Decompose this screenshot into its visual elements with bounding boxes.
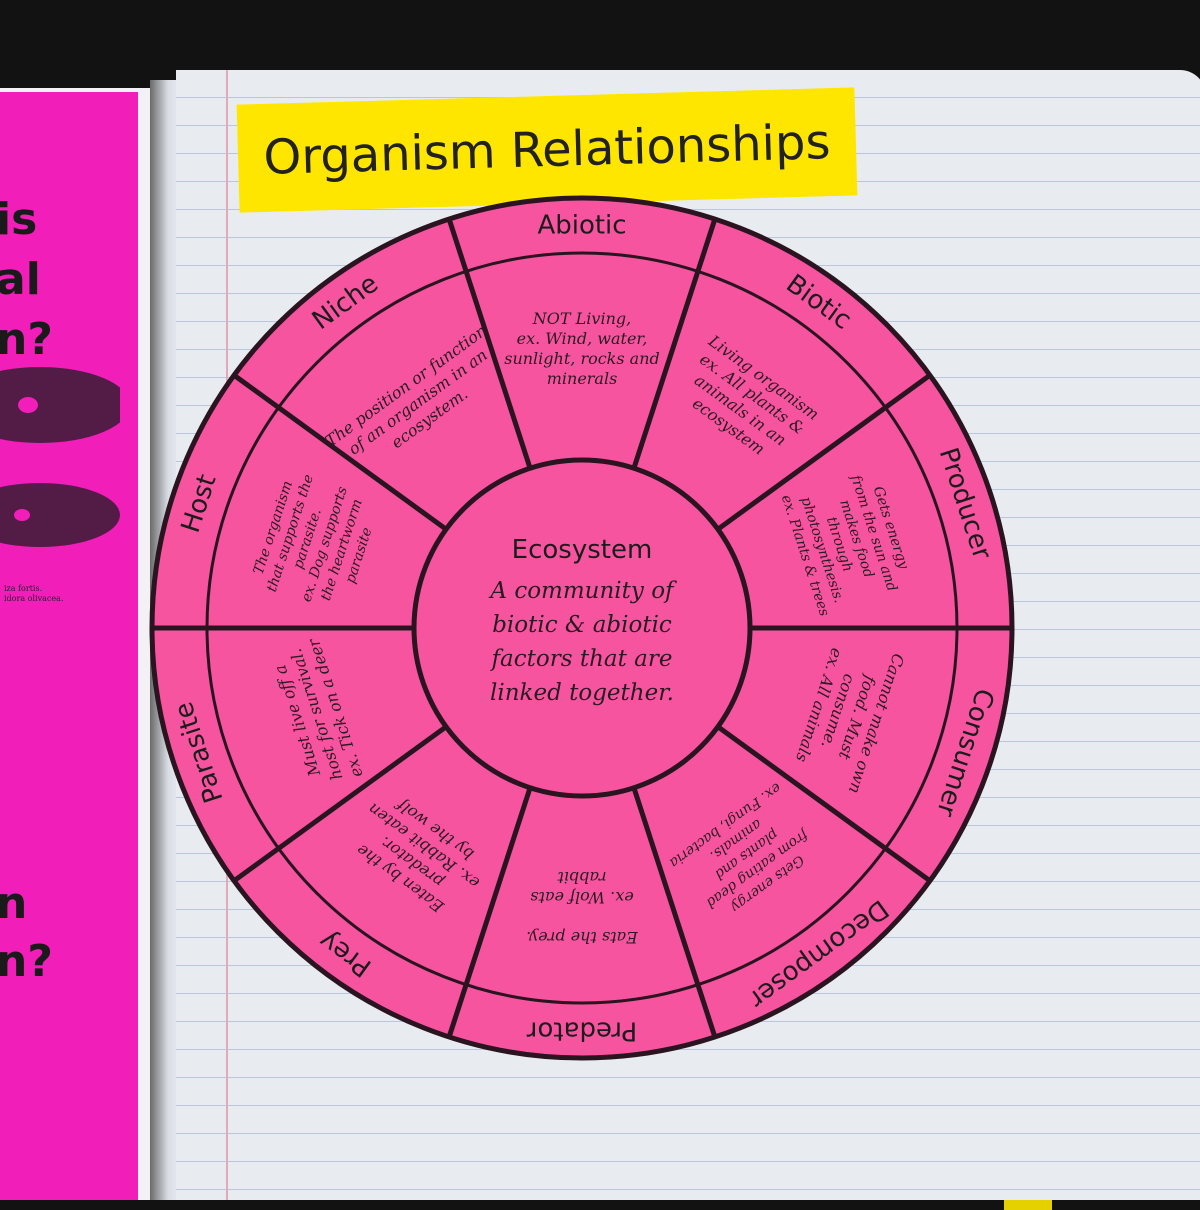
center-line: factors that are <box>490 646 673 672</box>
sector-divider <box>716 724 932 883</box>
left-caption-2: idora olivacea. <box>4 594 63 603</box>
sector-desc-line: ex. Wolf eats <box>530 888 633 907</box>
center-heading: Ecosystem <box>512 535 653 565</box>
center-line: A community of <box>488 578 677 604</box>
sector-divider <box>716 373 932 532</box>
sector-divider <box>232 373 448 532</box>
center-circle <box>411 457 753 799</box>
left-fragment-4: n <box>0 878 28 929</box>
center-line: linked together. <box>490 680 674 706</box>
left-fragment-1: is <box>0 194 38 245</box>
sector-desc-line: rabbit <box>557 868 607 887</box>
sector-label-abiotic: Abiotic <box>537 211 626 241</box>
sector-label-predator: Predator <box>526 1016 637 1046</box>
bird-beak-illustration: iza fortis. idora olivacea. <box>0 367 120 603</box>
left-fragment-3: n? <box>0 314 53 365</box>
sector-divider <box>446 787 533 1038</box>
sector-desc-line: ex. Wind, water, <box>517 329 648 348</box>
center-line: biotic & abiotic <box>492 612 672 638</box>
sector-desc-line: sunlight, rocks and <box>504 349 660 368</box>
sector-desc-line: NOT Living, <box>532 309 631 328</box>
sector-divider <box>631 218 718 469</box>
sector-divider <box>446 218 533 469</box>
left-pink-handout <box>0 92 138 1200</box>
sector-predator: Predator Eats the prey. ex. Wolf eatsrabbi… <box>526 868 639 1046</box>
sector-desc-line: minerals <box>547 369 618 388</box>
left-fragment-5: n? <box>0 936 53 987</box>
left-caption-1: iza fortis. <box>4 584 42 593</box>
sector-desc-line: Eats the prey. <box>526 928 639 947</box>
sector-divider <box>631 787 718 1038</box>
left-fragment-2: al <box>0 254 41 305</box>
sector-divider <box>232 724 448 883</box>
